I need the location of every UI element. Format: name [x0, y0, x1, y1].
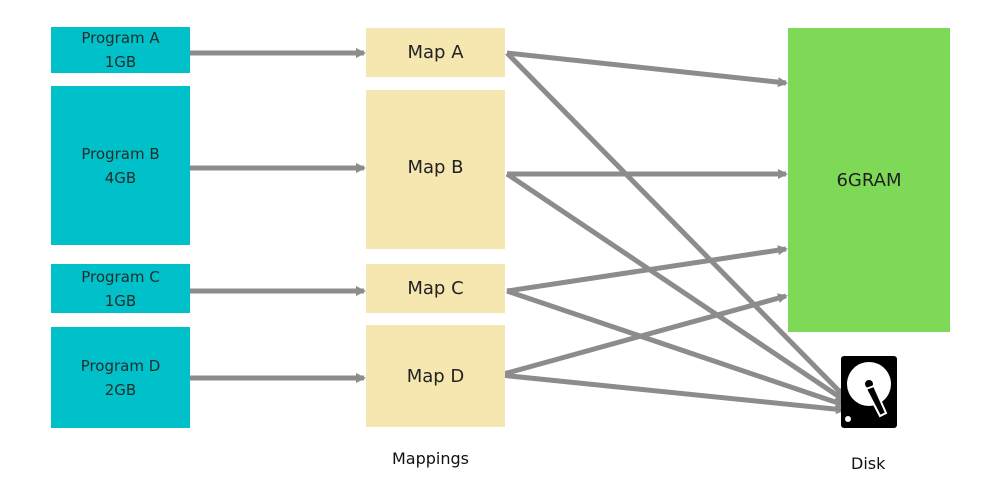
program-c-name: Program C: [81, 267, 160, 286]
program-b-box: Program B 4GB: [51, 86, 190, 245]
arrow-map-a-to-ram: [506, 50, 788, 88]
arrow-map-c-to-disk: [506, 288, 846, 408]
map-d-label: Map D: [406, 365, 465, 387]
arrow-map-a-to-disk: [505, 51, 846, 398]
disk-label: Disk: [851, 454, 886, 473]
program-b-name: Program B: [81, 144, 160, 163]
ram-label: 6GRAM: [836, 170, 902, 191]
mappings-caption: Mappings: [392, 449, 469, 468]
hard-disk-icon: [841, 356, 897, 428]
program-b-size: 4GB: [104, 168, 137, 187]
arrow-map-b-to-disk: [505, 171, 846, 403]
map-d-box: Map D: [366, 325, 505, 427]
program-c-box: Program C 1GB: [51, 264, 190, 313]
map-b-label: Map B: [407, 157, 464, 178]
program-d-size: 2GB: [104, 380, 137, 399]
map-c-box: Map C: [366, 264, 505, 313]
map-a-label: Map A: [407, 42, 464, 63]
program-a-size: 1GB: [104, 53, 137, 71]
ram-box: 6GRAM: [788, 28, 950, 332]
arrow-map-d-to-disk: [499, 372, 846, 415]
program-a-box: Program A 1GB: [51, 27, 190, 73]
program-d-name: Program D: [80, 356, 161, 375]
program-c-size: 1GB: [104, 291, 137, 310]
map-b-box: Map B: [366, 90, 505, 249]
map-a-box: Map A: [366, 28, 505, 77]
program-d-box: Program D 2GB: [51, 327, 190, 428]
program-a-name: Program A: [81, 29, 160, 47]
map-c-label: Map C: [407, 278, 464, 299]
